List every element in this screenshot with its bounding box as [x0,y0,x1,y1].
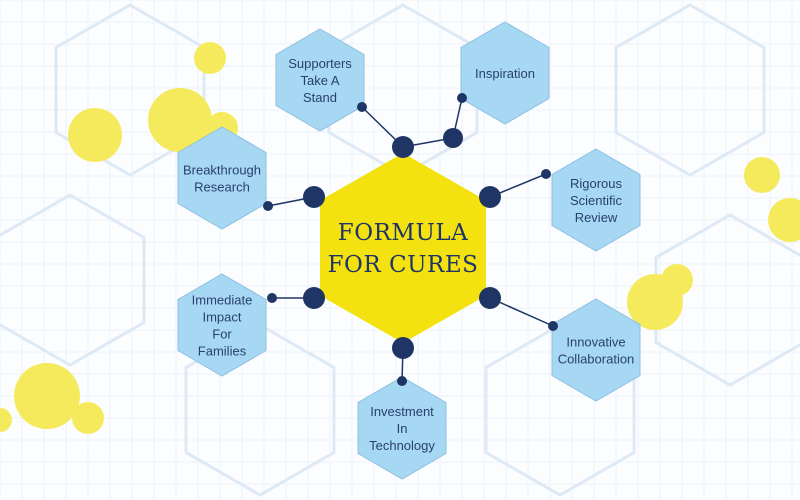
center-title-line-1: FORMULA [338,220,468,246]
small-dot [267,293,277,303]
node-label-line: Research [194,180,250,195]
vertex-dot [479,186,501,208]
node-label-line: Impact [202,310,241,325]
vertex-dot [303,287,325,309]
small-dot [541,169,551,179]
node-label-line: Innovative [566,335,625,350]
node-label-line: Technology [369,438,435,453]
node-hexagon [357,376,447,480]
decorative-circle [148,88,212,152]
node-label-line: For [212,327,232,342]
small-dot [357,102,367,112]
small-dot [397,376,407,386]
node-hexagon [177,273,267,377]
small-dot [457,93,467,103]
center-hexagon: FORMULA FOR CURES [320,153,486,343]
small-dot [263,201,273,211]
node-label-line: Take A [300,73,339,88]
vertex-dot [479,287,501,309]
node-label-line: Investment [370,404,434,419]
background-hexagon [654,213,800,387]
node-label-line: Families [198,344,247,359]
node-label-line: Review [575,210,618,225]
node-label-line: Breakthrough [183,163,261,178]
connector-line-innovative [489,297,554,327]
decorative-circle [194,42,226,74]
node-hexagon [551,298,641,402]
mid-dot [443,128,463,148]
vertex-dot [392,337,414,359]
decorative-circles [0,42,800,434]
node-label-line: In [397,421,408,436]
node-hexagon [177,126,267,230]
node-hexagon [275,28,365,132]
node-label-line: Supporters [288,56,352,71]
center-title-line-2: FOR CURES [328,252,479,278]
background-hexagon [184,323,336,497]
decorative-circle [14,363,80,429]
node-label-line: Stand [303,90,337,105]
decorative-circle [72,402,104,434]
decorative-circle [0,408,12,432]
node-label-line: Immediate [192,293,253,308]
connector-dots [263,93,558,386]
decorative-circle [744,157,780,193]
decorative-circle [768,198,800,242]
node-hexagon [551,148,641,252]
center-hexagon-shape [320,153,486,343]
node-label-line: Collaboration [558,352,635,367]
node-hexagon [460,21,550,125]
background-hexagon [0,193,146,367]
node-label-line: Rigorous [570,176,623,191]
node-label-line: Scientific [570,193,623,208]
node-inspiration: Inspiration [460,21,550,125]
background-hexagon [614,3,766,177]
vertex-dot [303,186,325,208]
small-dot [548,321,558,331]
decorative-circle [68,108,122,162]
vertex-dot [392,136,414,158]
node-label-line: Inspiration [475,66,535,81]
decorative-circle [661,264,693,296]
